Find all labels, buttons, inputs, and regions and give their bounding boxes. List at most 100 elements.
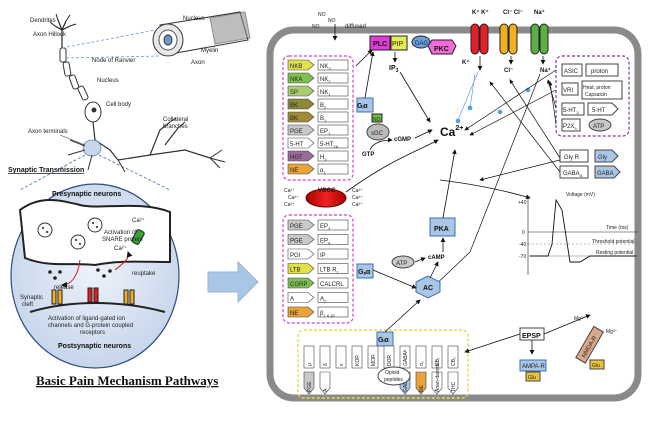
- gi-ligand-shape-0: [287, 59, 315, 71]
- label-activation-line3: receptors: [80, 330, 105, 336]
- bottom-receptor-1: δ: [323, 363, 329, 366]
- gs-alpha-box: [356, 263, 374, 279]
- gs-receptor-2: IP: [320, 253, 326, 259]
- label-ca-center: Ca2+: [440, 125, 463, 139]
- svg-text:Ca²⁺: Ca²⁺: [352, 202, 363, 208]
- gs-receptor-3: LTB R1: [320, 268, 340, 275]
- label-presynaptic: Presynaptic neurons: [52, 191, 121, 198]
- gi-receptor-3: B2: [320, 103, 327, 110]
- svg-text:Ca²⁺: Ca²⁺: [284, 202, 295, 208]
- svg-text:Ca²⁺: Ca²⁺: [288, 195, 299, 201]
- bottom-receptor-box-6: [399, 345, 411, 369]
- label-asic: ASIC: [564, 69, 579, 75]
- gi-receptor-box-1: [317, 72, 349, 84]
- ca-labels-vocc: Ca²⁺ Ca²⁺ Ca²⁺ Ca²⁺ Ca²⁺ Ca²⁺: [284, 188, 363, 208]
- gi-ligand-1: NKA: [290, 77, 302, 83]
- gi-ligand-6: 5-HT: [290, 142, 304, 148]
- gs-ligand-4: CGRP: [290, 282, 307, 288]
- svg-text:Ca²⁺: Ca²⁺: [284, 188, 295, 194]
- label-mg-1: Mg²⁺: [574, 316, 586, 322]
- gs-receptor-box-1: [317, 234, 349, 245]
- na-channel: [530, 23, 549, 55]
- label-postsynaptic: Postsynaptic neurons: [58, 343, 131, 350]
- ap-y-label: Voltage (mV): [566, 192, 595, 198]
- gi-ligand-shape-2: [287, 85, 315, 97]
- bottom-receptor-5: DOR: [387, 355, 393, 367]
- neurotransmitter-dots: [48, 268, 112, 280]
- gs-ligand-shape-3: [287, 263, 315, 274]
- gi-ligand-shape-5: [287, 124, 315, 136]
- synaptic-transmission: Synaptic Transmission Presynaptic neuron…: [8, 154, 180, 369]
- label-no-3: NO: [312, 24, 320, 30]
- asic-box: [561, 63, 583, 77]
- label-dag: DAG: [415, 41, 428, 47]
- label-ca-synapse-top: Ca²⁺: [132, 217, 145, 224]
- gly-r-box: [559, 149, 589, 163]
- label-heat-1: Heat, proton: [583, 85, 611, 91]
- pathway-arrows: [429, 69, 561, 291]
- label-ampa: AMPA-R: [522, 364, 546, 370]
- label-gs-alpha: Gₛα: [358, 269, 371, 276]
- bottom-receptor-group: [297, 329, 469, 399]
- bottom-ligand-0: PGE: [307, 381, 313, 392]
- label-cell-body: Cell body: [106, 102, 131, 108]
- label-cl-mid: Cl⁻: [504, 68, 513, 74]
- bottom-receptor-box-1: [319, 345, 331, 369]
- ion-channel-receptor-group: [555, 55, 630, 137]
- label-gly: Gly: [598, 155, 607, 161]
- ap-resting: Resting potential: [596, 250, 633, 256]
- vocc-channel: [305, 188, 347, 208]
- ap-tick-neg40: -40: [519, 242, 526, 248]
- gi-receptor-1: NK2: [320, 77, 331, 84]
- label-activation-line1: Activation of ligand-gated ion: [48, 316, 125, 322]
- nmda-receptor: NMDA-R: [575, 325, 605, 364]
- postsynaptic-membrane: [29, 302, 166, 313]
- bottom-ligand-1: A: [323, 388, 329, 392]
- glu-nmda-box: [589, 359, 605, 370]
- label-atp-mid: ATP: [396, 261, 407, 267]
- gs-ligand-6: NE: [290, 311, 298, 317]
- gly-box: [594, 149, 619, 163]
- gs-ligand-shape-2: [287, 248, 315, 260]
- gi-ligand-shape-7: [287, 150, 315, 162]
- label-activation-snare-1: Activation of: [104, 230, 137, 236]
- svg-text:Ca²⁺: Ca²⁺: [352, 195, 363, 201]
- label-dendrites: Dendrites: [30, 18, 56, 24]
- bottom-receptor-box-9: [447, 345, 459, 369]
- gi-ligand-3: BK: [290, 103, 298, 109]
- gs-ligand-3: LTB: [290, 268, 301, 274]
- ap-threshold: Threshold potential: [592, 239, 635, 245]
- glu-ampa-box: [525, 371, 541, 382]
- plc-box: [369, 35, 391, 51]
- label-synaptic: Synaptic: [20, 295, 43, 301]
- label-ac: AC: [423, 285, 433, 292]
- bottom-receptor-9: CB₂: [451, 357, 457, 366]
- bottom-receptor-3: KOR: [355, 355, 361, 366]
- gi-ligand-2: SP: [290, 90, 298, 96]
- label-activation-snare-2: SNARE protein: [102, 237, 143, 243]
- label-nucleus: Nucleus: [97, 78, 119, 84]
- ion-influx-lines: [455, 71, 531, 124]
- ca-channel-icon: [131, 229, 145, 245]
- gs-ligand-2: PGI: [290, 253, 301, 259]
- gi-ligand-8: NE: [290, 168, 298, 174]
- label-reuptake: reuptake: [132, 271, 156, 277]
- label-vocc: VOCC: [318, 188, 336, 194]
- label-gq-alpha: Gᵢα: [378, 337, 389, 344]
- label-sgc: sGC: [371, 131, 384, 137]
- gi-receptor-box-2: [317, 85, 349, 97]
- gi-ligand-4: BK: [290, 116, 298, 122]
- atp-mid-oval: [391, 255, 415, 269]
- label-cl-top: Cl⁻ Cl⁻: [503, 10, 523, 16]
- label-k-mid: K⁺: [462, 59, 470, 66]
- label-no-sgc: NO: [373, 117, 381, 123]
- label-release: release: [54, 285, 74, 291]
- label-no-1: NO: [318, 12, 326, 18]
- gi-receptor-box-0: [317, 59, 349, 71]
- gs-ligand-shape-1: [287, 234, 315, 245]
- gi-receptor-4: B1: [320, 116, 327, 123]
- gi-receptor-group: [282, 55, 354, 181]
- gs-ligand-5: A: [290, 297, 294, 303]
